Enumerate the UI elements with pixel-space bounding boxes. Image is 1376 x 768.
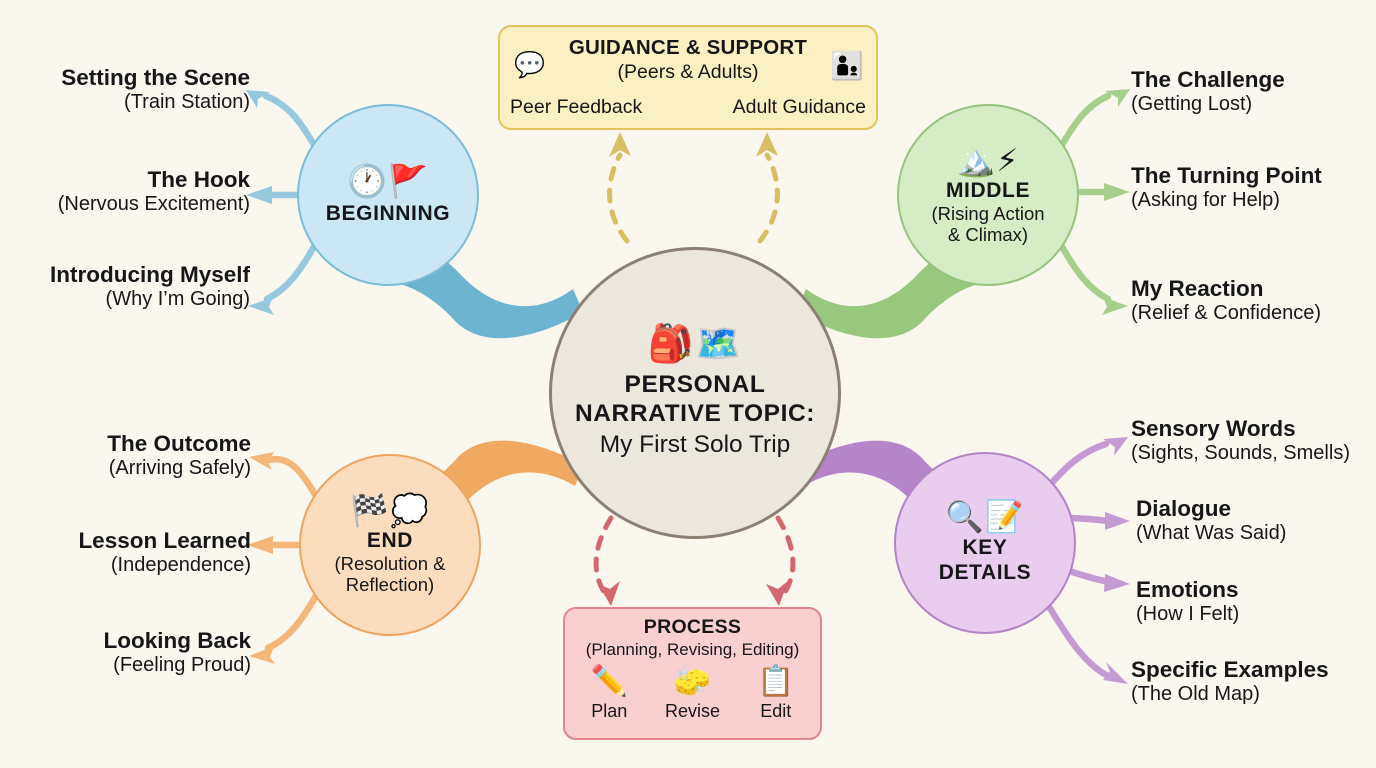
eraser-icon: 🧽 [673,665,712,698]
leaf-title: Lesson Learned [78,528,251,553]
center-title-line1: PERSONAL [624,371,766,399]
leaf-the-hook[interactable]: The Hook (Nervous Excitement) [0,168,250,216]
leaf-subtitle: (Nervous Excitement) [57,193,250,216]
guidance-peer-label: Peer Feedback [510,96,643,118]
branch-title-line1: KEY [962,536,1008,560]
speech-bubbles-people-icon: 💬 [514,51,546,79]
process-item-label: Revise [664,701,720,721]
middle-arrowheads [1102,89,1130,315]
clock-and-flag-icon: 🕐🚩 [347,162,429,199]
leaf-subtitle: (How I Felt) [1136,603,1240,626]
leaf-title: The Challenge [1131,67,1285,92]
guidance-adult-label: Adult Guidance [732,96,866,118]
branch-title-line2: DETAILS [938,560,1032,584]
branch-subtitle-line1: (Resolution & [334,552,446,574]
process-subtitle: (Planning, Revising, Editing) [585,640,800,659]
guidance-arrowheads [609,132,778,157]
leaf-specific-examples[interactable]: Specific Examples (The Old Map) [1131,658,1376,706]
leaf-subtitle: (Relief & Confidence) [1131,302,1322,325]
guidance-dashed-connectors [607,152,780,244]
branch-node-end[interactable]: 🏁💭 END (Resolution & Reflection) [299,454,481,636]
branch-title-end: END [366,528,414,552]
leaf-subtitle: (Getting Lost) [1131,93,1253,116]
branch-subtitle-line2: Reflection) [345,574,435,595]
mountain-and-lightning-icon: 🏔️⚡ [956,142,1020,178]
process-item-label: Edit [760,701,792,721]
guidance-title: GUIDANCE & SUPPORT [568,36,808,59]
process-arrowheads [598,581,788,606]
leaf-title: The Turning Point [1131,163,1322,188]
leaf-subtitle: (Asking for Help) [1131,189,1280,212]
leaf-looking-back[interactable]: Looking Back (Feeling Proud) [10,629,251,677]
branch-subtitle-line2: & Climax) [947,224,1029,245]
branch-node-beginning[interactable]: 🕐🚩 BEGINNING [297,104,479,286]
center-title-line2: NARRATIVE TOPIC: [574,399,816,427]
leaf-subtitle: (Arriving Safely) [108,457,251,480]
process-box[interactable]: PROCESS (Planning, Revising, Editing) ✏️… [563,607,822,740]
leaf-subtitle: (Sights, Sounds, Smells) [1131,442,1350,465]
leaf-the-turning-point[interactable]: The Turning Point (Asking for Help) [1131,164,1376,212]
leaf-subtitle: (Why I’m Going) [105,288,250,311]
center-subtitle: My First Solo Trip [599,430,791,458]
beginning-arrowheads [246,90,274,315]
leaf-title: Looking Back [103,628,251,653]
leaf-setting-the-scene[interactable]: Setting the Scene (Train Station) [20,66,250,114]
leaf-subtitle: (Feeling Proud) [113,654,251,677]
process-items: ✏️ Plan 🧽 Revise 📋 Edit [572,667,813,722]
clipboard-icon: 📋 [757,665,795,698]
leaf-title: Sensory Words [1131,416,1296,441]
leaf-the-outcome[interactable]: The Outcome (Arriving Safely) [10,432,251,480]
branch-node-middle[interactable]: 🏔️⚡ MIDDLE (Rising Action & Climax) [897,104,1079,286]
leaf-subtitle: (Independence) [110,554,251,577]
guidance-subtitle: (Peers & Adults) [617,61,759,83]
leaf-title: Specific Examples [1131,657,1329,682]
leaf-subtitle: (What Was Said) [1136,522,1287,545]
leaf-lesson-learned[interactable]: Lesson Learned (Independence) [5,529,251,577]
guidance-labels: Peer Feedback Adult Guidance [510,96,866,119]
key-arrowheads [1103,437,1130,684]
pencil-icon: ✏️ [590,665,628,698]
leaf-title: My Reaction [1131,276,1264,301]
leaf-title: The Outcome [107,431,251,456]
leaf-my-reaction[interactable]: My Reaction (Relief & Confidence) [1131,277,1376,325]
process-item-plan[interactable]: ✏️ Plan [591,667,628,722]
checkered-flag-and-thought-icon: 🏁💭 [350,492,430,528]
backpack-and-map-icon: 🎒🗺️ [647,323,743,365]
leaf-title: Setting the Scene [61,65,250,90]
leaf-title: Emotions [1136,577,1239,602]
leaf-emotions[interactable]: Emotions (How I Felt) [1136,578,1376,626]
adult-and-child-icon: 👨‍👦 [830,51,864,81]
leaf-the-challenge[interactable]: The Challenge (Getting Lost) [1131,68,1376,116]
leaf-title: Introducing Myself [49,262,250,287]
branch-title-middle: MIDDLE [945,178,1031,202]
branch-node-key-details[interactable]: 🔍📝 KEY DETAILS [894,452,1076,634]
leaf-subtitle: (Train Station) [124,91,250,114]
leaf-sensory-words[interactable]: Sensory Words (Sights, Sounds, Smells) [1131,417,1376,465]
branch-title-beginning: BEGINNING [325,201,451,225]
process-item-label: Plan [591,701,628,721]
leaf-title: Dialogue [1136,496,1232,521]
guidance-support-box[interactable]: 💬 👨‍👦 GUIDANCE & SUPPORT (Peers & Adults… [498,25,878,130]
center-node[interactable]: 🎒🗺️ PERSONAL NARRATIVE TOPIC: My First S… [549,247,841,539]
leaf-introducing-myself[interactable]: Introducing Myself (Why I’m Going) [10,263,250,311]
process-title: PROCESS [643,616,742,638]
leaf-title: The Hook [147,167,250,192]
magnifier-and-notepad-icon: 🔍📝 [945,499,1025,535]
branch-subtitle-line1: (Rising Action [931,202,1045,224]
process-item-edit[interactable]: 📋 Edit [757,667,794,722]
leaf-dialogue[interactable]: Dialogue (What Was Said) [1136,497,1376,545]
leaf-subtitle: (The Old Map) [1131,683,1260,706]
end-arrowheads [247,452,275,664]
process-item-revise[interactable]: 🧽 Revise [665,667,720,722]
